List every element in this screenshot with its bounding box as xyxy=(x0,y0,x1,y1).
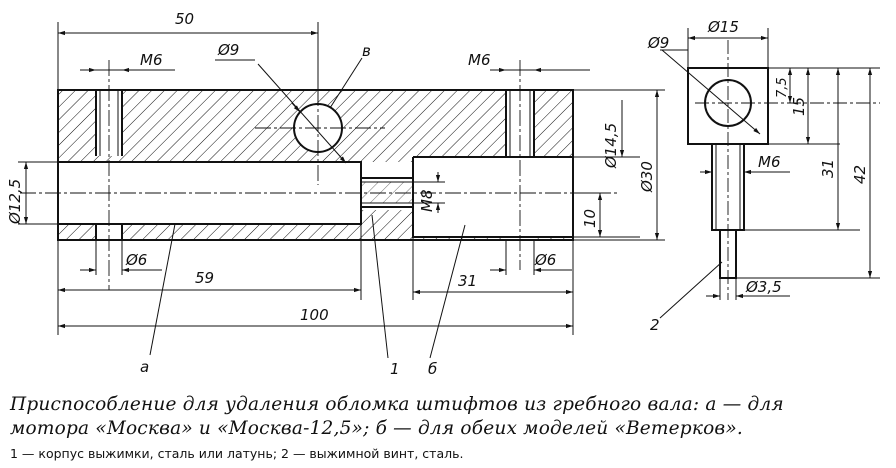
side-dim-42: 42 xyxy=(851,165,869,184)
dim-dia-9: Ø9 xyxy=(217,41,239,59)
label-v: в xyxy=(362,42,371,60)
label-a: а xyxy=(140,358,149,376)
screw-tip xyxy=(719,229,737,279)
dim-dia-6-left: Ø6 xyxy=(125,251,147,269)
dim-10: 10 xyxy=(581,209,599,228)
dim-dia-14-5: Ø14,5 xyxy=(602,123,620,169)
side-view: Ø9 Ø15 M6 7,5 15 xyxy=(647,18,880,334)
caption-line-3: 1 — корпус выжимки, сталь или латунь; 2 … xyxy=(10,446,464,461)
side-dim-7-5: 7,5 xyxy=(775,77,790,98)
dim-m6-top-left: M6 xyxy=(140,51,163,69)
dim-m6-top-right: M6 xyxy=(468,51,491,69)
body-outline xyxy=(57,89,574,241)
label-b: б xyxy=(428,360,437,378)
side-dim-dia-15: Ø15 xyxy=(707,18,739,36)
side-dim-15: 15 xyxy=(790,97,808,116)
caption-line-2: мотора «Москва» и «Москва-12,5»; б — для… xyxy=(10,418,744,439)
dim-m8: M8 xyxy=(418,190,436,213)
dim-100: 100 xyxy=(300,306,329,324)
caption-line-1: Приспособление для удаления обломка штиф… xyxy=(10,394,784,415)
label-1: 1 xyxy=(390,360,400,378)
dim-50: 50 xyxy=(175,10,194,28)
technical-drawing: 50 M6 Ø9 в M6 Ø14,5 xyxy=(6,10,880,378)
dim-dia-6-right: Ø6 xyxy=(534,251,556,269)
side-dim-dia-9: Ø9 xyxy=(647,34,669,52)
dim-dia-30: Ø30 xyxy=(638,161,656,193)
dim-31: 31 xyxy=(458,272,477,290)
side-dim-31: 31 xyxy=(819,159,837,178)
dim-59: 59 xyxy=(195,269,214,287)
dim-dia-12-5: Ø12,5 xyxy=(6,179,24,225)
side-dim-m6: M6 xyxy=(758,153,781,171)
label-2: 2 xyxy=(650,316,660,334)
side-dim-dia-3-5: Ø3,5 xyxy=(745,278,782,296)
main-section-view: 50 M6 Ø9 в M6 Ø14,5 xyxy=(6,10,665,378)
